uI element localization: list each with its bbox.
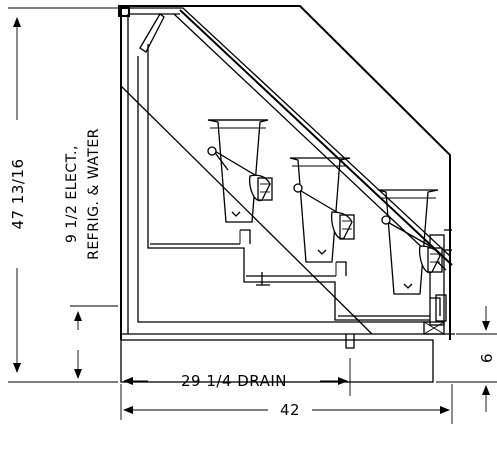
dimension-drain: 29 1/4 DRAIN <box>120 358 351 420</box>
top-light-fixture <box>118 5 165 53</box>
dimension-base-height: 6 <box>436 306 497 412</box>
drain-distance-label: 29 1/4 DRAIN <box>181 372 287 390</box>
dimension-overall-width: 42 <box>123 384 453 424</box>
utility-height-label-line2: REFRIG. & WATER <box>86 128 102 260</box>
dimension-utility-height: 9 1/2 ELECT., REFRIG. & WATER <box>64 128 118 379</box>
cabinet-outline <box>120 5 455 383</box>
bucket-tier-1 <box>207 119 273 223</box>
front-compressor-panel <box>423 229 452 335</box>
width-overall-label: 42 <box>280 401 300 419</box>
bucket-tier-3 <box>377 189 443 295</box>
height-overall-label: 47 13/16 <box>9 158 27 229</box>
base-height-label: 6 <box>478 353 496 363</box>
bucket-tier-2 <box>289 157 355 263</box>
tiered-step-shelving <box>137 44 441 349</box>
utility-height-label-line1: 9 1/2 ELECT., <box>64 145 80 243</box>
dimension-overall-height: 47 13/16 <box>8 7 118 383</box>
